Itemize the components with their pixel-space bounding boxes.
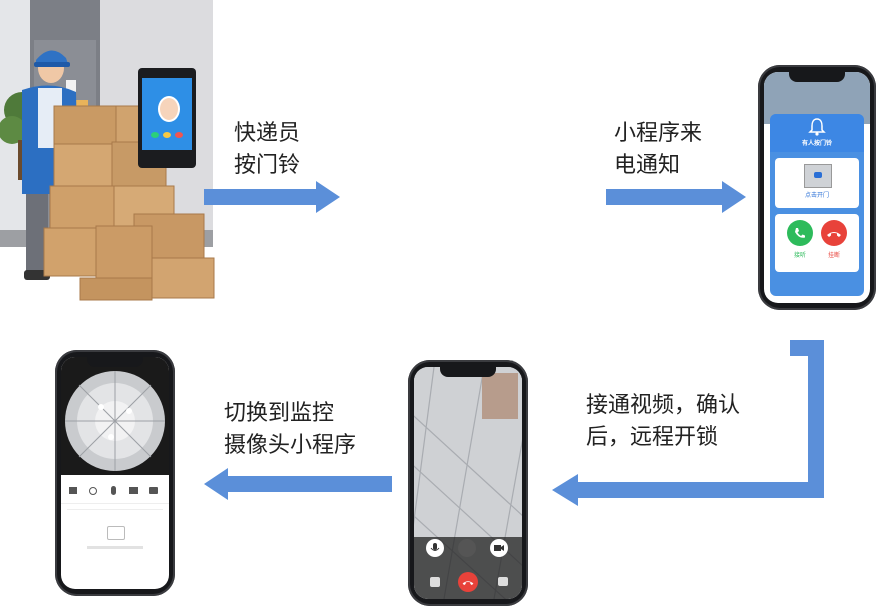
- mic-icon: [430, 543, 440, 551]
- record-tool[interactable]: [129, 487, 138, 494]
- screenshot-tool[interactable]: [69, 487, 77, 494]
- caption-line: 摄像头小程序: [224, 433, 357, 458]
- caption-line: 接通视频，确认: [586, 393, 741, 418]
- notify-title: 有人按门铃: [801, 140, 832, 147]
- snapshot-button[interactable]: [498, 577, 508, 586]
- hangup-label: 挂断: [827, 252, 840, 259]
- caption-line: 快递员: [234, 121, 301, 146]
- cloud-storage-section: [67, 509, 163, 566]
- answer-button[interactable]: [787, 220, 813, 246]
- hangup-button[interactable]: [821, 220, 847, 246]
- call-actions: 接听 挂断: [775, 214, 859, 272]
- answer-label: 接听: [793, 252, 806, 259]
- arrow-phone-to-video-call: [552, 340, 824, 506]
- bell-icon: [808, 118, 826, 136]
- phone-video-call: [408, 360, 528, 606]
- caption-line: 切换到监控: [224, 401, 335, 426]
- phone-hangup-icon: [827, 232, 841, 237]
- open-door-label: 点击开门: [804, 192, 829, 199]
- caption-line: 按门铃: [234, 153, 301, 178]
- camera-toggle-button[interactable]: [490, 539, 508, 557]
- arrow-video-to-monitor: [204, 468, 392, 500]
- caption-line: 小程序来: [614, 121, 703, 146]
- phone-hangup-icon: [462, 581, 474, 586]
- video-feed: [414, 367, 522, 599]
- talk-tool[interactable]: [111, 486, 116, 495]
- switch-view-button[interactable]: [430, 577, 440, 587]
- face-recognition-terminal: [138, 68, 196, 168]
- step-caption-monitor: 切换到监控 摄像头小程序: [224, 398, 356, 462]
- step-caption-unlock: 接通视频，确认 后，远程开锁: [586, 390, 740, 454]
- caption-line: 电通知: [614, 153, 681, 178]
- phone-camera-monitor: [55, 350, 175, 596]
- step-caption-notify: 小程序来 电通知: [614, 118, 702, 182]
- mute-button[interactable]: [426, 539, 444, 557]
- step-caption-doorbell: 快递员 按门铃: [234, 118, 300, 182]
- arrow-courier-to-panel: [204, 181, 340, 213]
- photo-tool[interactable]: [149, 487, 158, 494]
- playback-tool[interactable]: [89, 487, 97, 495]
- caption-line: 后，远程开锁: [586, 425, 719, 450]
- camera-icon: [494, 545, 504, 551]
- open-door-card[interactable]: 点击开门: [775, 158, 859, 208]
- fisheye-camera-view: [65, 371, 165, 471]
- end-call-button[interactable]: [458, 572, 478, 592]
- arrow-panel-to-phone: [606, 181, 746, 213]
- door-button-thumbnail: [804, 164, 832, 188]
- phone-answer-icon: [795, 228, 805, 238]
- camera-toolbar: [61, 481, 169, 504]
- notify-panel: 有人按门铃 点击开门 接听: [770, 114, 864, 296]
- speaker-button[interactable]: [458, 539, 476, 557]
- phone-doorbell-notification: 有人按门铃 点击开门 接听: [758, 65, 876, 310]
